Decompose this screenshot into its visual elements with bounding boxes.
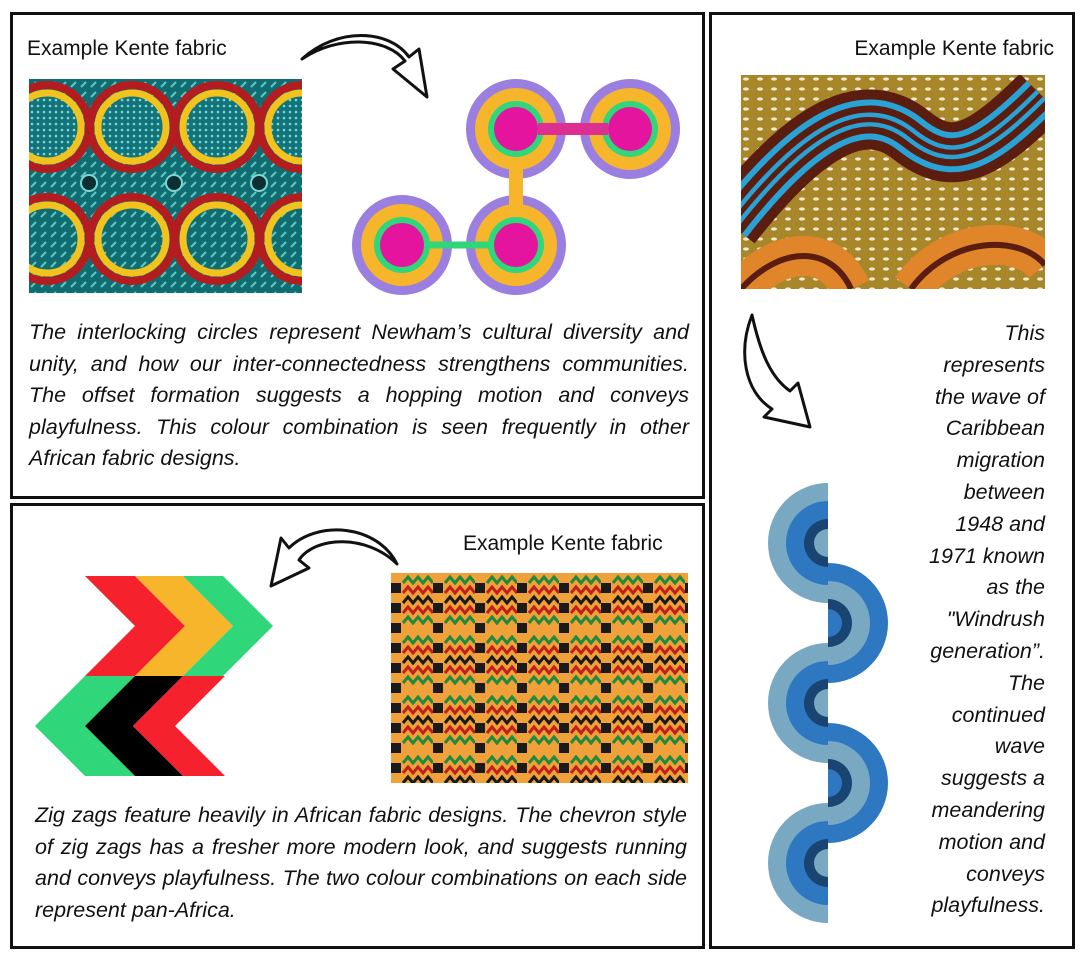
interlocking-circles-motif xyxy=(352,79,680,295)
wave-text-line: playfulness. xyxy=(931,893,1045,918)
fabric-label: Example Kente fabric xyxy=(854,37,1054,60)
wave-text-line: This xyxy=(1004,321,1045,345)
curved-arrow-down-icon xyxy=(743,313,812,429)
wave-text-line: represents xyxy=(943,352,1045,377)
wave-text-line: 1948 and xyxy=(955,511,1045,536)
circles-panel: Example Kente fabric xyxy=(10,12,705,499)
wave-text-line: Caribbean xyxy=(945,416,1045,441)
wave-text-line: 1971 known xyxy=(929,543,1045,568)
kente-fabric-circles-image xyxy=(29,79,302,293)
curved-arrow-right-icon xyxy=(300,34,429,99)
wave-text-line: suggests a xyxy=(941,766,1045,791)
wave-text-line: the wave of xyxy=(935,384,1045,409)
wave-text-line: "Windrush xyxy=(946,607,1045,632)
waves-panel: Example Kente fabric xyxy=(709,12,1075,949)
wave-text-line: between xyxy=(963,479,1045,504)
wave-text-line: The xyxy=(1007,670,1045,695)
zigzag-chevrons-motif xyxy=(35,576,273,776)
wave-text-line: continued xyxy=(951,702,1045,727)
waves-description: This represents the wave of Caribbean mi… xyxy=(865,318,1045,922)
fabric-label: Example Kente fabric xyxy=(27,37,227,60)
wave-text-line: as the xyxy=(986,575,1045,600)
circles-description: The interlocking circles represent Newha… xyxy=(29,320,689,470)
curved-arrow-left-icon xyxy=(269,528,399,588)
wave-text-line: motion and xyxy=(938,829,1045,854)
wave-text-line: conveys xyxy=(966,861,1045,886)
fabric-label: Example Kente fabric xyxy=(463,532,663,555)
kente-fabric-wave-image xyxy=(741,75,1045,289)
kente-fabric-zigzag-image xyxy=(391,573,688,783)
wave-text-line: migration xyxy=(956,448,1045,473)
chevrons-description: Zig zags feature heavily in African fabr… xyxy=(35,803,687,922)
wave-text-line: generation”. xyxy=(930,638,1045,663)
chevrons-panel: Example Kente fabric xyxy=(10,503,705,949)
meandering-wave-motif xyxy=(768,483,888,923)
wave-text-line: meandering xyxy=(931,797,1045,822)
wave-text-line: wave xyxy=(994,734,1045,759)
